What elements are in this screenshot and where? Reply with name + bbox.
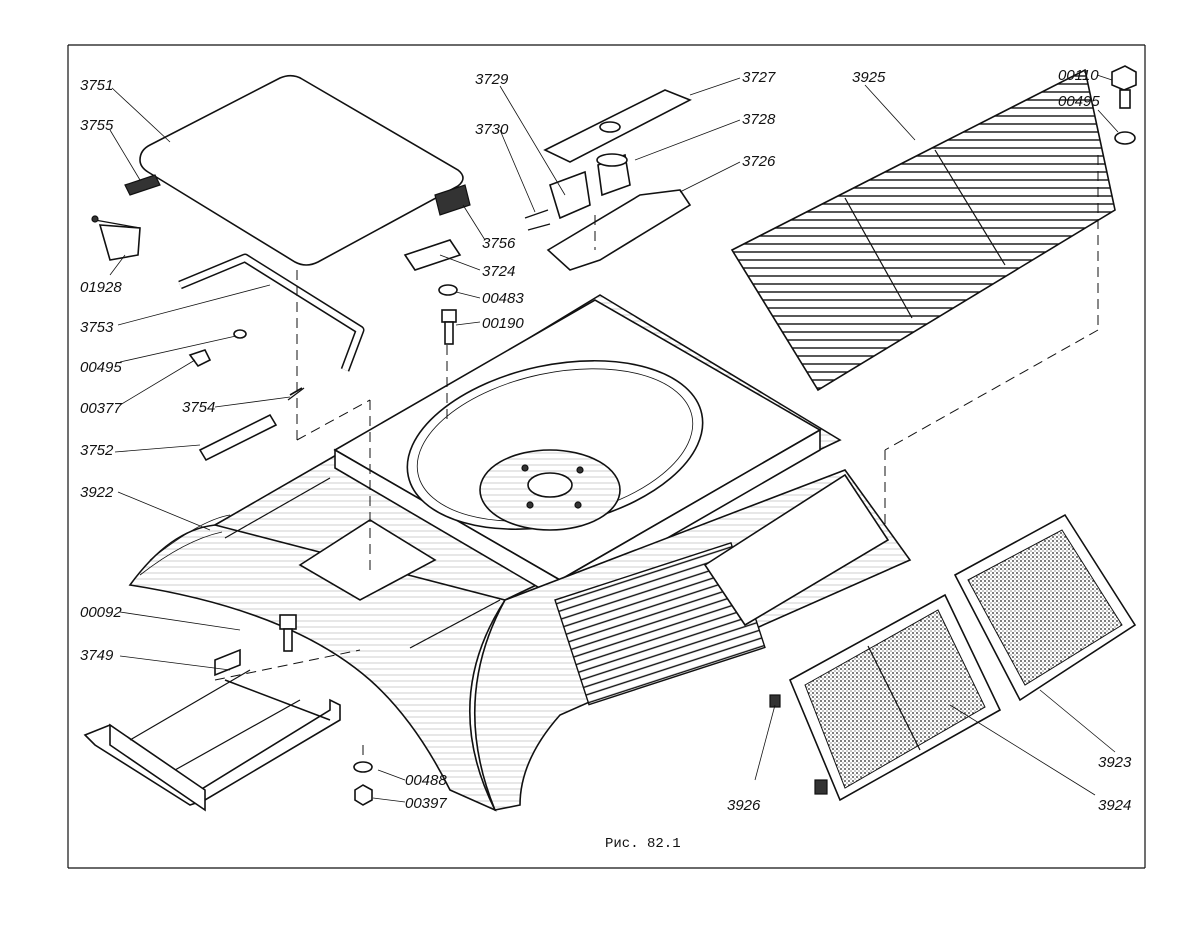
bolt-00092 [279, 614, 297, 652]
label-00495-left: 00495 [80, 359, 122, 376]
label-3923: 3923 [1098, 754, 1132, 771]
bracket-3749 [83, 648, 341, 812]
label-00495-right: 00495 [1058, 93, 1100, 110]
hinge-01928 [91, 215, 141, 261]
label-3726: 3726 [742, 153, 776, 170]
filter-3924 [769, 593, 1002, 802]
latch-parts-3724 [403, 239, 462, 345]
label-3724: 3724 [482, 263, 515, 280]
filter-3923 [953, 513, 1137, 702]
label-3924: 3924 [1098, 797, 1131, 814]
label-00488: 00488 [405, 772, 447, 789]
label-3753: 3753 [80, 319, 114, 336]
label-3754: 3754 [182, 399, 215, 416]
leader-lines [109, 74, 1119, 803]
label-3925: 3925 [852, 69, 886, 86]
label-3922: 3922 [80, 484, 114, 501]
washer-nut-00488-00397 [353, 761, 373, 806]
label-3755: 3755 [80, 117, 114, 134]
small-parts-left [188, 329, 305, 462]
label-3728: 3728 [742, 111, 776, 128]
label-3730: 3730 [475, 121, 509, 138]
figure-caption: Рис. 82.1 [605, 836, 681, 852]
bolt-00110-washer [1111, 65, 1137, 145]
label-3756: 3756 [482, 235, 516, 252]
grille-3925 [730, 68, 1116, 392]
body-housing-3922 [128, 294, 912, 812]
label-01928: 01928 [80, 279, 122, 296]
label-00110: 00110 [1058, 67, 1099, 84]
label-3727: 3727 [742, 69, 776, 86]
label-00092: 00092 [80, 604, 122, 621]
label-00397: 00397 [405, 795, 447, 812]
label-3751: 3751 [80, 77, 113, 94]
label-3926: 3926 [727, 797, 761, 814]
label-00483: 00483 [482, 290, 524, 307]
label-00190: 00190 [482, 315, 524, 332]
alignment-lines [214, 155, 1099, 760]
label-3749: 3749 [80, 647, 114, 664]
lock-assembly [524, 89, 692, 271]
drawing-frame [67, 44, 1146, 869]
label-00377: 00377 [80, 400, 122, 417]
label-3729: 3729 [475, 71, 509, 88]
part-labels: 3751 3755 01928 3753 00495 00377 3754 37… [80, 67, 1132, 814]
label-3752: 3752 [80, 442, 114, 459]
cover-plate-3751 [124, 74, 471, 266]
handle-3753 [178, 253, 365, 372]
